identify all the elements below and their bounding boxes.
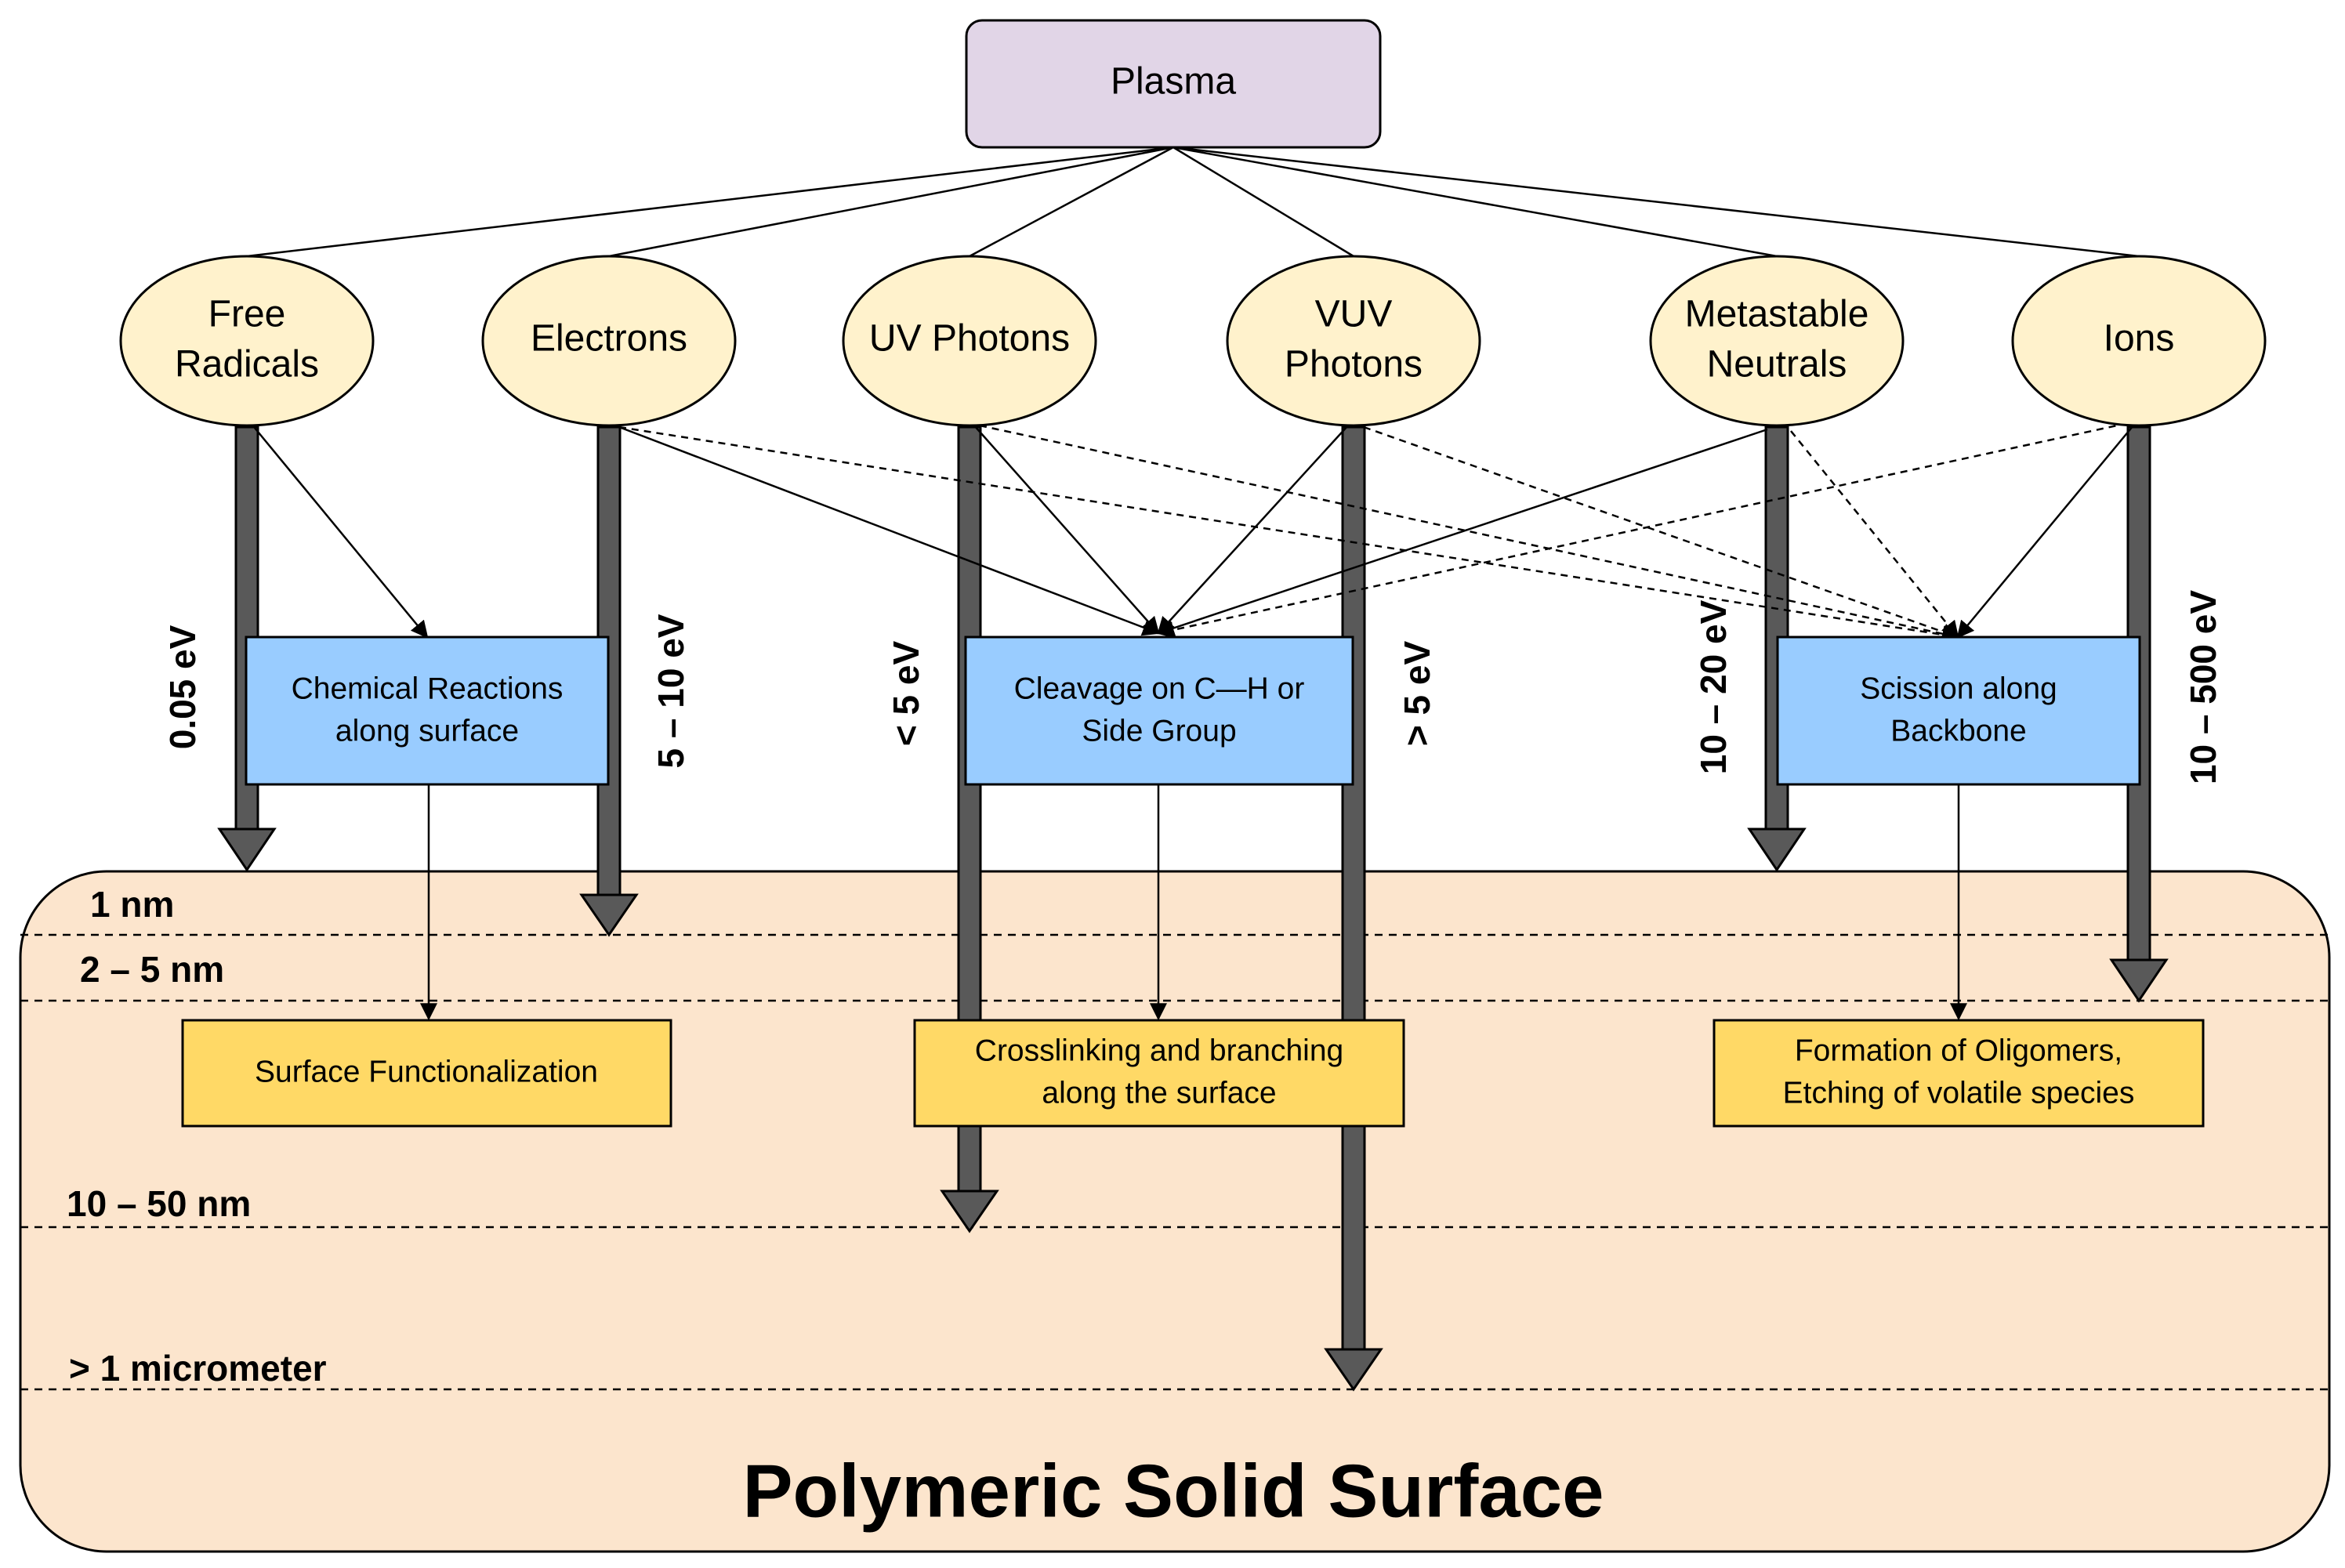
outcome-surface-functionalization: Surface Functionalization	[181, 1019, 672, 1128]
depth-labels: 1 nm 2 – 5 nm 10 – 50 nm > 1 micrometer	[67, 884, 327, 1389]
depth-label-1um: > 1 micrometer	[69, 1348, 327, 1389]
plasma-line-uv-photons	[969, 146, 1174, 258]
depth-label-1nm: 1 nm	[90, 884, 174, 925]
dashed-connections	[618, 422, 2129, 643]
plasma-line-electrons	[608, 146, 1174, 258]
outcome-crosslinking-line2: along the surface	[1042, 1076, 1276, 1110]
species-free-radicals-line2: Radicals	[175, 344, 319, 386]
species-nodes: Free Radicals Electrons UV Photons VUV P…	[119, 255, 2267, 427]
edge-vuv-scission	[1363, 425, 1960, 640]
energy-labels: 0.05 eV 5 – 10 eV < 5 eV > 5 eV 10 – 20 …	[162, 590, 2224, 784]
outcome-oligomers-line1: Formation of Oligomers,	[1795, 1034, 2122, 1067]
process-scission-line1: Scission along	[1860, 672, 2057, 705]
edge-free-radicals-chemical	[250, 422, 429, 639]
edge-ions-scission	[1956, 425, 2134, 639]
edge-electrons-scission	[618, 425, 1960, 643]
edge-metastable-scission	[1790, 430, 1959, 639]
edge-metastable-cleavage	[1156, 428, 1768, 637]
penetration-arrow-free-radicals	[217, 425, 277, 872]
process-scission: Scission along Backbone	[1776, 636, 2141, 786]
energy-label-free-radicals: 0.05 eV	[162, 625, 203, 749]
edge-electrons-cleavage	[618, 425, 1161, 636]
energy-label-ions: 10 – 500 eV	[2183, 590, 2224, 784]
species-vuv-photons: VUV Photons	[1226, 255, 1481, 427]
species-metastable-line1: Metastable	[1685, 294, 1869, 335]
plasma-line-vuv-photons	[1172, 146, 1354, 258]
process-cleavage: Cleavage on C—H or Side Group	[964, 636, 1354, 786]
outcome-crosslinking-line1: Crosslinking and branching	[975, 1034, 1343, 1067]
outcome-boxes: Surface Functionalization Crosslinking a…	[181, 1019, 2205, 1128]
plasma-node: Plasma	[965, 19, 1382, 149]
process-boxes: Chemical Reactions along surface Cleavag…	[245, 636, 2141, 786]
solid-connections	[250, 422, 2134, 639]
process-cleavage-line1: Cleavage on C—H or	[1014, 672, 1305, 705]
edge-vuv-cleavage	[1157, 425, 1349, 635]
energy-label-metastable: 10 – 20 eV	[1693, 599, 1734, 774]
species-metastable-line2: Neutrals	[1707, 344, 1847, 386]
process-cleavage-line2: Side Group	[1082, 714, 1236, 748]
process-scission-line2: Backbone	[1890, 714, 2026, 748]
energy-label-uv-photons: < 5 eV	[886, 641, 926, 747]
species-electrons: Electrons	[481, 255, 737, 427]
energy-label-electrons: 5 – 10 eV	[651, 614, 691, 768]
process-chemical-line2: along surface	[335, 714, 519, 748]
species-electrons-line1: Electrons	[531, 318, 687, 360]
species-free-radicals: Free Radicals	[119, 255, 375, 427]
outcome-oligomers-line2: Etching of volatile species	[1783, 1076, 2135, 1110]
species-ions-line1: Ions	[2104, 318, 2175, 360]
species-vuv-photons-line1: VUV	[1315, 294, 1393, 335]
species-metastable-neutrals: Metastable Neutrals	[1649, 255, 1905, 427]
plasma-line-free-radicals	[246, 146, 1174, 258]
species-free-radicals-line1: Free	[208, 294, 286, 335]
outcome-oligomers: Formation of Oligomers, Etching of volat…	[1713, 1019, 2205, 1128]
outcome-crosslinking: Crosslinking and branching along the sur…	[913, 1019, 1405, 1128]
depth-label-10-50nm: 10 – 50 nm	[67, 1183, 251, 1224]
surface-title: Polymeric Solid Surface	[742, 1449, 1604, 1533]
plasma-line-metastable	[1172, 146, 1778, 258]
species-vuv-photons-line2: Photons	[1285, 344, 1423, 386]
plasma-label: Plasma	[1111, 61, 1236, 103]
process-chemical-line1: Chemical Reactions	[292, 672, 564, 705]
species-uv-photons-line1: UV Photons	[869, 318, 1070, 360]
edge-uv-cleavage	[973, 425, 1160, 635]
species-ions: Ions	[2011, 255, 2267, 427]
edge-uv-scission	[979, 424, 1960, 643]
edge-ions-cleavage	[1156, 422, 2129, 639]
penetration-arrow-vuv-photons	[1324, 425, 1383, 1392]
plasma-line-ions	[1172, 146, 2140, 258]
energy-label-vuv-photons: > 5 eV	[1397, 641, 1437, 747]
outcome-functionalization-line1: Surface Functionalization	[255, 1055, 598, 1088]
species-uv-photons: UV Photons	[842, 255, 1097, 427]
depth-lines	[20, 933, 2329, 1391]
process-outcome-connections	[420, 784, 1967, 1021]
process-chemical-reactions: Chemical Reactions along surface	[245, 636, 610, 786]
depth-label-2-5nm: 2 – 5 nm	[80, 949, 224, 990]
plasma-to-species-lines	[246, 146, 2140, 258]
